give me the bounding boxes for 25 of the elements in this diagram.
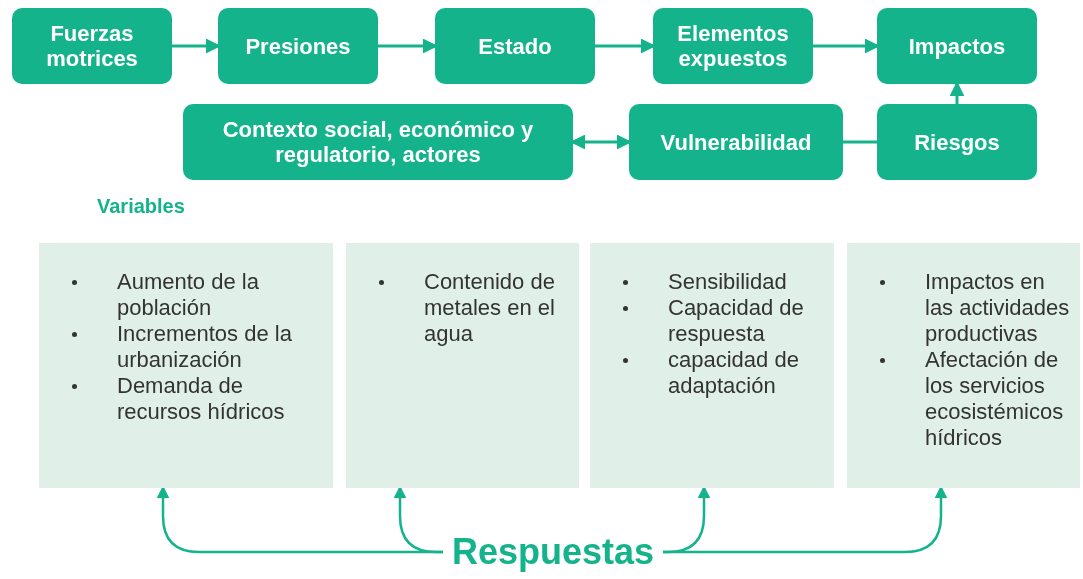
responses-label: Respuestas (443, 528, 663, 576)
variable-panel (847, 243, 1080, 488)
process-box: Presiones (218, 8, 378, 84)
bullet-text: Afectación de los servicios ecosistémicos hídricos (925, 347, 1065, 451)
arrow (949, 82, 965, 104)
bullet-text: Contenido de metales en el agua (424, 269, 556, 347)
bullet-text: Demanda de recursos hídricos (117, 373, 286, 425)
variable-panel (39, 243, 333, 488)
process-box: Elementos expuestos (653, 8, 813, 84)
variable-panel (346, 243, 579, 488)
process-box: Fuerzas motrices (12, 8, 172, 84)
section-heading: Variables (97, 195, 185, 218)
bullet-text: Sensibilidad (668, 269, 788, 295)
process-box: Estado (435, 8, 595, 84)
arrow (663, 486, 948, 554)
bullet-text: Incrementos de la urbanización (117, 321, 293, 373)
arrow (393, 486, 443, 554)
bullet-text: Impactos en las actividades productivas (925, 269, 1071, 347)
process-box: Impactos (877, 8, 1037, 84)
process-box: Vulnerabilidad (629, 104, 843, 180)
variable-panel (590, 243, 834, 488)
bullet-text: Aumento de la población (117, 269, 260, 321)
bullet-text: capacidad de adaptación (668, 347, 800, 399)
process-box: Contexto social, económico y regulatorio, actores (183, 104, 573, 180)
process-box: Riesgos (877, 104, 1037, 180)
